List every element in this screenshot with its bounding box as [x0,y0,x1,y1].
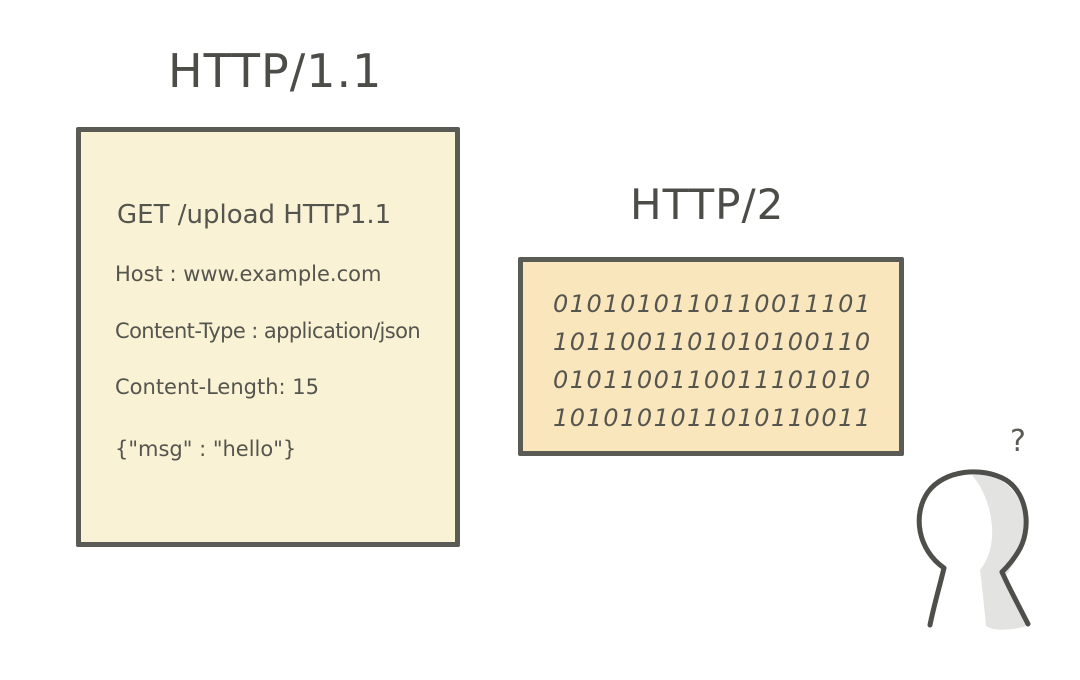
http2-title: HTTP/2 [630,180,785,229]
binary-line: 1011001101010100110 [553,328,872,356]
confused-person-icon [916,469,1031,630]
http11-title: HTTP/1.1 [168,44,383,98]
question-mark: ? [1010,424,1026,459]
request-line: GET /upload HTTP1.1 [117,200,392,230]
content-length-header: Content-Length: 15 [115,375,320,399]
host-header: Host : www.example.com [115,262,382,286]
content-type-header: Content-Type : application/json [115,319,421,343]
binary-line: 1010101011010110011 [553,404,872,432]
request-body: {"msg" : "hello"} [115,437,297,461]
http11-request-box: GET /upload HTTP1.1 Host : www.example.c… [76,127,460,547]
http2-binary-box: 0101010110110011101 1011001101010100110 … [518,257,904,456]
binary-line: 0101100110011101010 [553,366,872,394]
binary-line: 0101010110110011101 [553,290,872,318]
